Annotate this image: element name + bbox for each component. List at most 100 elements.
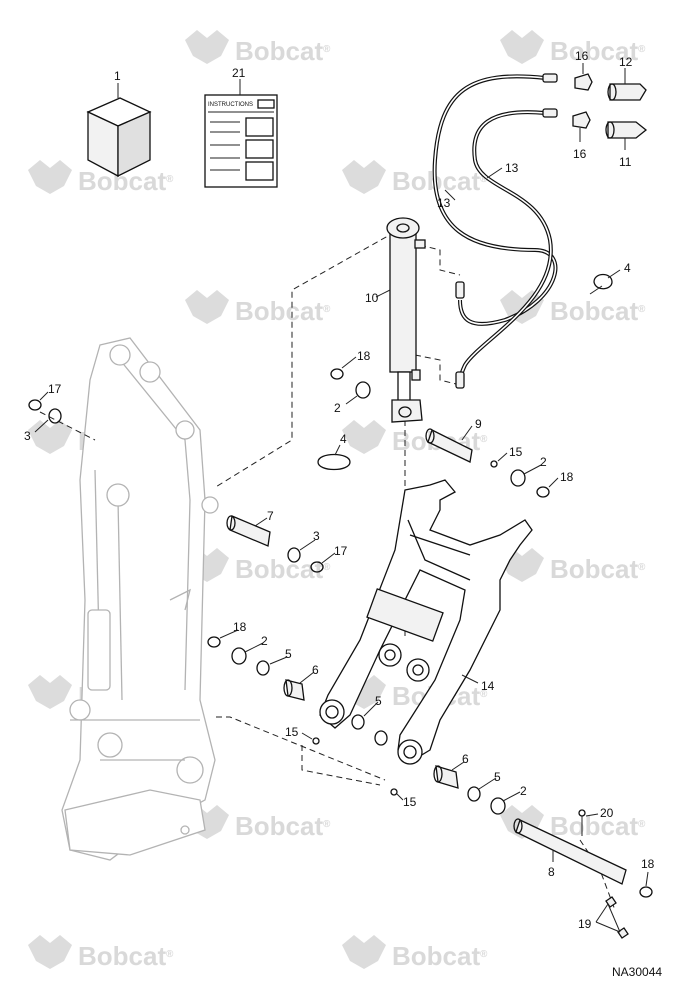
callout-8: 8: [548, 865, 555, 879]
watermark-registered: ®: [166, 949, 174, 960]
callout-15-a: 15: [509, 445, 523, 459]
part-5-ring: [374, 730, 388, 746]
callout-18-d: 18: [641, 857, 655, 871]
bobcat-logo-icon: [28, 675, 72, 709]
watermark-registered: ®: [480, 434, 488, 445]
instructions-label: INSTRUCTIONS: [208, 102, 253, 108]
bobcat-watermarks: Bobcat ® Bobcat ® Bobcat ® Bobcat ® Bobc…: [28, 30, 646, 971]
part-18-ring: [207, 636, 221, 648]
watermark-registered: ®: [323, 562, 331, 573]
part-2-ring: [355, 381, 371, 399]
callout-12: 12: [619, 55, 633, 69]
watermark: Bobcat ®: [28, 935, 174, 971]
leader-lines: [34, 63, 649, 933]
part-18-ring: [536, 486, 550, 498]
watermark-text: Bobcat: [235, 554, 323, 584]
bobcat-logo-icon: [28, 420, 72, 454]
callout-17-b: 17: [334, 544, 348, 558]
callout-13-left: 13: [437, 196, 451, 210]
part-16-fitting-upper: [574, 73, 593, 91]
part-4-clamp-lower: [317, 453, 351, 471]
watermark-registered: ®: [638, 562, 646, 573]
callout-15-c: 15: [403, 795, 417, 809]
part-11-coupler: [605, 121, 648, 139]
callout-10: 10: [365, 291, 379, 305]
bobcat-logo-icon: [185, 30, 229, 64]
callout-18-b: 18: [560, 470, 574, 484]
part-9-pin: [425, 428, 473, 463]
part-2-ring: [510, 469, 526, 487]
watermark-registered: ®: [480, 949, 488, 960]
watermark-registered: ®: [638, 304, 646, 315]
watermark-registered: ®: [638, 44, 646, 55]
bobcat-logo-icon: [28, 160, 72, 194]
callout-2-d: 2: [520, 784, 527, 798]
watermark-registered: ®: [638, 819, 646, 830]
callout-13-right: 13: [505, 161, 519, 175]
bobcat-logo-icon: [28, 935, 72, 969]
bobcat-logo-icon: [500, 30, 544, 64]
watermark-registered: ®: [480, 174, 488, 185]
callout-4-upper: 4: [624, 261, 631, 275]
callout-19: 19: [578, 917, 592, 931]
part-17-ring: [310, 561, 324, 573]
part-7-pin: [226, 515, 271, 547]
part-6-bushing-upper: [283, 679, 305, 701]
watermark-text: Bobcat: [235, 811, 323, 841]
watermark: Bobcat ®: [500, 30, 646, 66]
part-2-ring: [490, 797, 506, 815]
watermark-registered: ®: [323, 44, 331, 55]
watermark-text: Bobcat: [235, 296, 323, 326]
part-1-box: [86, 97, 152, 178]
bobcat-logo-icon: [342, 160, 386, 194]
watermark: Bobcat ®: [500, 548, 646, 584]
part-12-coupler: [607, 83, 647, 101]
callout-3-a: 3: [24, 429, 31, 443]
callout-20: 20: [600, 806, 614, 820]
part-15-plug: [312, 737, 320, 745]
part-21-instructions: INSTRUCTIONS: [204, 94, 278, 188]
callout-21: 21: [232, 66, 246, 80]
callout-2-a: 2: [334, 401, 341, 415]
watermark-text: Bobcat: [235, 36, 323, 66]
watermark: Bobcat ®: [185, 290, 331, 326]
callout-2-b: 2: [540, 455, 547, 469]
callout-6-b: 6: [462, 752, 469, 766]
callout-17-a: 17: [48, 382, 62, 396]
callout-3-b: 3: [313, 529, 320, 543]
part-3-ring: [48, 408, 62, 424]
watermark: Bobcat ®: [342, 935, 488, 971]
reference-code: NA30044: [612, 965, 662, 979]
part-5-ring: [467, 786, 481, 802]
callout-18-a: 18: [357, 349, 371, 363]
part-18-ring: [639, 886, 653, 898]
watermark-registered: ®: [323, 819, 331, 830]
part-5-ring: [256, 660, 270, 676]
callout-15-b: 15: [285, 725, 299, 739]
watermark-text: Bobcat: [392, 941, 480, 971]
bobcat-logo-icon: [342, 935, 386, 969]
part-17-ring: [28, 399, 42, 411]
callout-5-b: 5: [375, 694, 382, 708]
callout-labels: 1 21 16 12 16 11 13 13 4 10 18 2 9 4 15 …: [24, 49, 655, 931]
callout-4-lower: 4: [340, 432, 347, 446]
callout-18-c: 18: [233, 620, 247, 634]
callout-2-c: 2: [261, 634, 268, 648]
excavator-arm-ghost: [61, 337, 219, 861]
part-13-hoses: [432, 73, 558, 389]
callout-7: 7: [267, 509, 274, 523]
watermark-registered: ®: [166, 174, 174, 185]
watermark-text: Bobcat: [550, 811, 638, 841]
bobcat-logo-icon: [185, 290, 229, 324]
part-19-nut: [617, 927, 629, 939]
watermark-registered: ®: [480, 689, 488, 700]
callout-9: 9: [475, 417, 482, 431]
callout-11: 11: [619, 155, 632, 169]
callout-6-a: 6: [312, 663, 319, 677]
callout-16-lower: 16: [573, 147, 587, 161]
watermark-registered: ®: [323, 304, 331, 315]
watermark: Bobcat ®: [185, 30, 331, 66]
part-14-link: [319, 479, 533, 765]
part-2-ring: [231, 647, 247, 665]
